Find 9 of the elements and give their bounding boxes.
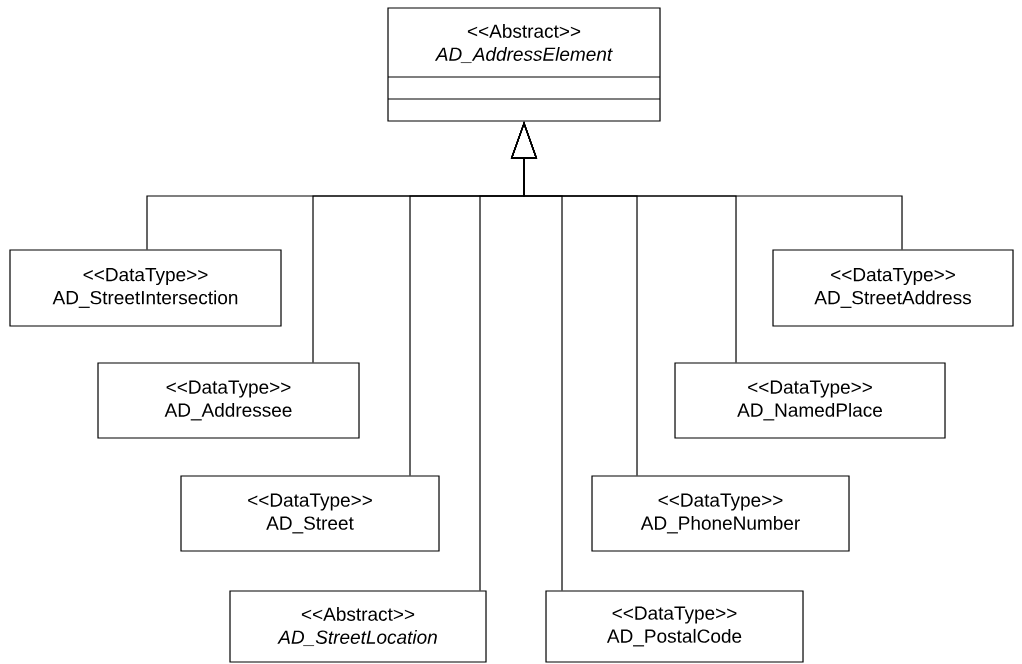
class-box: <<DataType>> AD_Street <box>180 475 440 552</box>
class-box: <<DataType>> AD_NamedPlace <box>674 362 946 439</box>
class-box: <<DataType>> AD_StreetAddress <box>772 249 1014 327</box>
class-box: <<DataType>> AD_Addressee <box>97 362 360 439</box>
class-box: <<Abstract>> AD_AddressElement <box>387 7 661 122</box>
class-box: <<DataType>> AD_PostalCode <box>545 590 804 663</box>
class-box: <<DataType>> AD_PhoneNumber <box>591 475 850 552</box>
class-box: <<Abstract>> AD_StreetLocation <box>229 590 487 663</box>
class-box: <<DataType>> AD_StreetIntersection <box>9 249 282 327</box>
